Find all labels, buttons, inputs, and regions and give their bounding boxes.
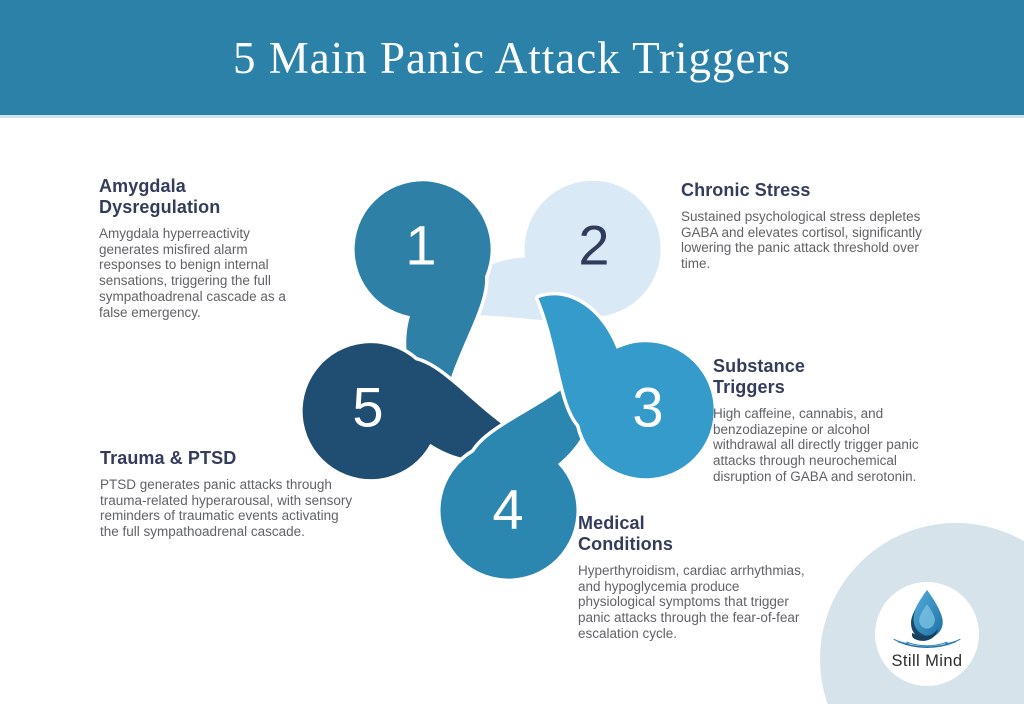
step-number-2: 2 <box>578 214 609 277</box>
trigger-title: Trauma & PTSD <box>100 448 237 468</box>
trigger-title: Substance Triggers <box>713 356 805 397</box>
trigger-description: High caffeine, cannabis, and benzodiazep… <box>713 405 919 484</box>
trigger-description: PTSD generates panic attacks through tra… <box>100 476 353 540</box>
header-banner: 5 Main Panic Attack Triggers <box>0 0 1024 118</box>
trigger-description: Amygdala hyperreactivity generates misfi… <box>99 225 286 320</box>
logo-badge: Still Mind <box>875 582 979 686</box>
step-number-1: 1 <box>405 214 436 277</box>
trigger-description: Sustained psychological stress depletes … <box>681 208 922 272</box>
trigger-block-chronic-stress: Chronic Stress Sustained psychological s… <box>681 180 933 272</box>
page-title: 5 Main Panic Attack Triggers <box>233 32 791 83</box>
water-drop-ripple-icon <box>893 589 961 648</box>
step-number-5: 5 <box>352 376 383 439</box>
logo-text: Still Mind <box>891 652 963 670</box>
trigger-block-amygdala-dysregulation: Amygdala Dysregulation Amygdala hyperrea… <box>99 176 305 320</box>
step-number-4: 4 <box>492 478 523 541</box>
trigger-block-trauma-ptsd: Trauma & PTSD PTSD generates panic attac… <box>100 448 354 540</box>
trigger-block-medical-conditions: Medical Conditions Hyperthyroidism, card… <box>578 513 810 642</box>
trigger-description: Hyperthyroidism, cardiac arrhythmias, an… <box>578 562 805 641</box>
trigger-title: Medical Conditions <box>578 513 673 554</box>
trigger-title: Chronic Stress <box>681 180 811 200</box>
trigger-block-substance-triggers: Substance Triggers High caffeine, cannab… <box>713 356 925 485</box>
step-number-3: 3 <box>632 376 663 439</box>
trigger-title: Amygdala Dysregulation <box>99 176 221 217</box>
